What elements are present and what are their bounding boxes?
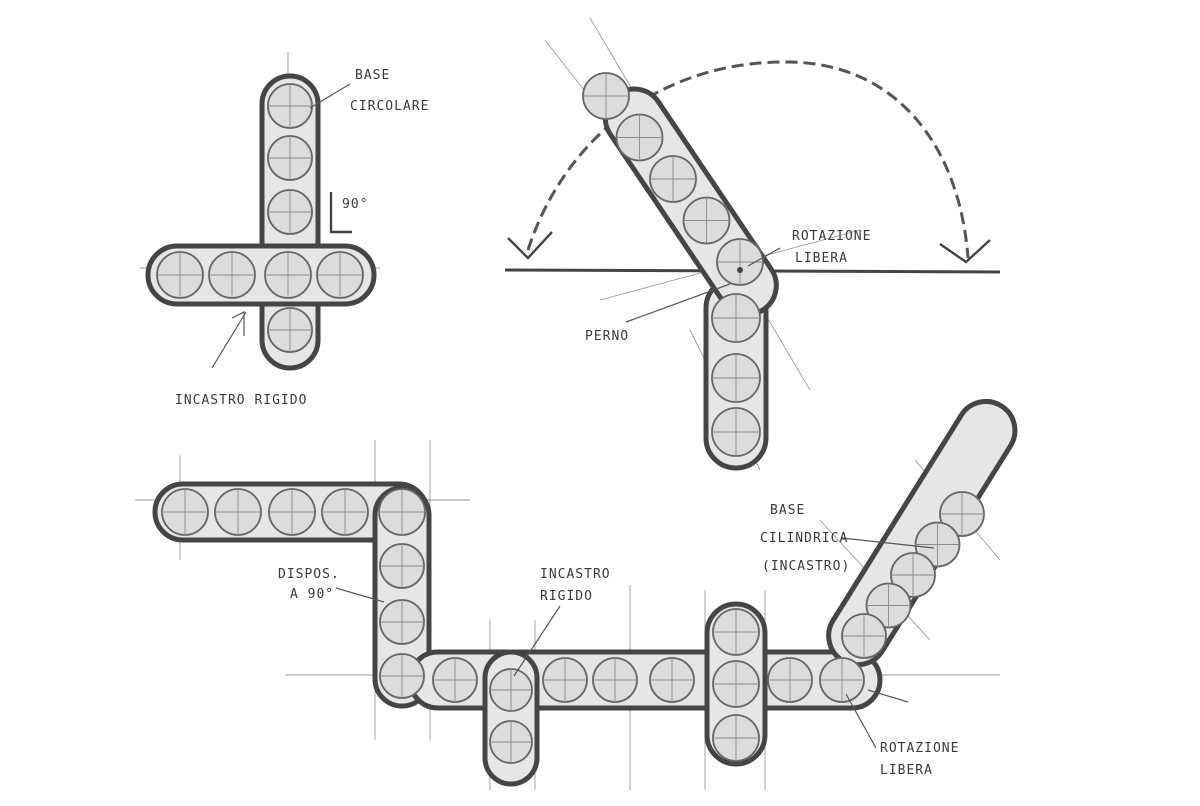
arrow-left: [507, 231, 553, 260]
incastro-rigido-2-line2: RIGIDO: [540, 589, 593, 604]
arrow-right: [939, 239, 991, 264]
base-circolare-label-line2: CIRCOLARE: [350, 99, 429, 114]
incastro2-leader: [513, 605, 561, 677]
rotazione-libera-label-line1: ROTAZIONE: [792, 229, 871, 244]
pivot-rotation-joint: [504, 60, 1001, 471]
chain-assembly: [152, 399, 1018, 787]
dispos-leader: [335, 587, 385, 603]
incastro-rigido-2-line1: INCASTRO: [540, 567, 611, 582]
incastro-leader: [211, 311, 247, 369]
pivot-point: [737, 267, 743, 273]
rotazione2-leader: [845, 693, 877, 749]
base-cilindrica-leader: [841, 537, 935, 549]
incastro-tick: [231, 311, 245, 336]
base-cilindrica-line1: BASE: [770, 503, 805, 518]
angle-90-label: 90°: [342, 197, 368, 212]
base-cilindrica-line2: CILINDRICA: [760, 531, 848, 546]
rigid-cross-joint: 90°: [145, 73, 377, 371]
incastro-rigido-label: INCASTRO RIGIDO: [175, 393, 307, 408]
right-angle-mark: [329, 192, 352, 234]
dispos-label-line1: DISPOS.: [278, 567, 340, 582]
base-cilindrica-line3: (INCASTRO): [762, 559, 850, 574]
rotazione-libera-label-line2: LIBERA: [795, 251, 848, 266]
rotazione-leader: [747, 247, 781, 267]
chain-vertical-bar: [372, 485, 432, 709]
perno-leader: [625, 283, 731, 323]
rotazione2-arrow: [867, 689, 909, 703]
inclined-bar: [602, 86, 779, 318]
rotazione-libera-2-line2: LIBERA: [880, 763, 933, 778]
perno-label: PERNO: [585, 329, 629, 344]
horizontal-bar: [145, 243, 377, 307]
rotation-arc: [526, 60, 970, 259]
rotazione-libera-2-line1: ROTAZIONE: [880, 741, 959, 756]
dispos-label-line2: A 90°: [290, 587, 334, 602]
base-circolare-leader: [309, 83, 351, 109]
base-circolare-label-line1: BASE: [355, 68, 390, 83]
